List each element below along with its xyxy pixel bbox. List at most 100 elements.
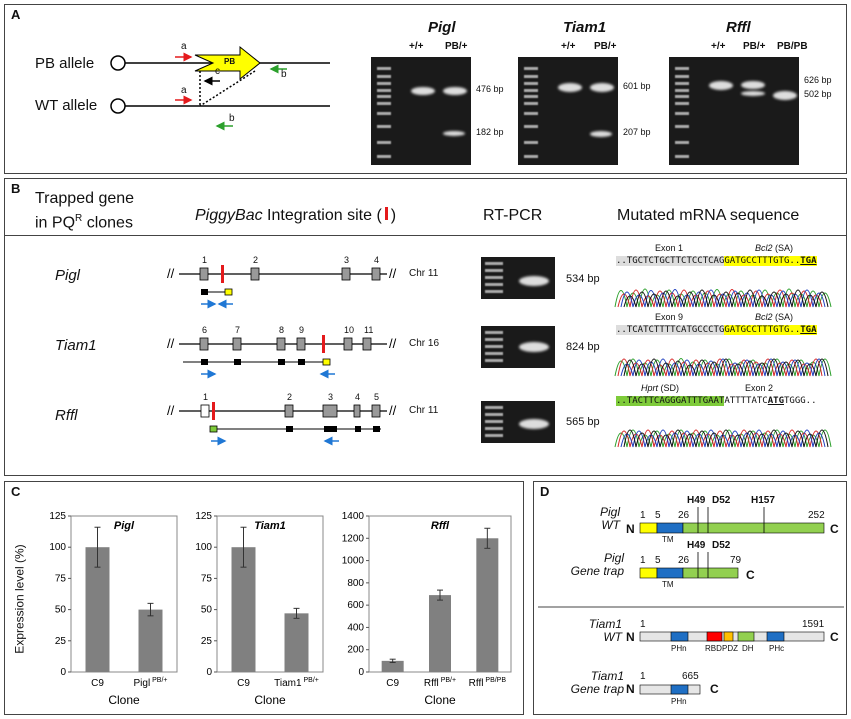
domain-label: RBD — [705, 644, 722, 653]
header-mrna-sequence: Mutated mRNA sequence — [617, 207, 800, 224]
residue-number: 26 — [678, 510, 690, 521]
tm-label: TM — [662, 580, 674, 589]
exon-number: 3 — [344, 255, 350, 265]
exon-number: 7 — [235, 325, 241, 335]
svg-text://: // — [167, 266, 175, 281]
bar — [138, 609, 163, 672]
chromosome-label: Chr 16 — [409, 338, 440, 349]
chromosome-label: Chr 11 — [409, 268, 439, 279]
plot-frame — [70, 515, 178, 673]
rt-pcr-gel-rffl — [481, 401, 555, 443]
gel-image-tiam1 — [518, 57, 618, 165]
primer-b2-label: b — [229, 113, 235, 124]
x-axis-label: Clone — [254, 693, 286, 707]
gel-band — [443, 131, 465, 136]
bp-label: 207 bp — [623, 127, 651, 137]
svg-text://: // — [389, 266, 397, 281]
exon-number: 6 — [202, 325, 208, 335]
bp-label: 502 bp — [804, 89, 832, 99]
domain-label: PHn — [671, 644, 687, 653]
gene-name-rffl: Rffl — [55, 407, 78, 424]
gel-band — [709, 81, 733, 90]
residue-number: 1591 — [802, 619, 825, 630]
gel-band — [741, 81, 765, 89]
panel-b: B Trapped gene in PQR clones PiggyBac In… — [4, 178, 847, 476]
pb-allele-circle — [110, 55, 126, 71]
y-tick-label: 125 — [195, 511, 212, 522]
exon-number: 2 — [287, 392, 293, 402]
seq-label-left: Exon 1 — [655, 243, 684, 253]
lane-label: PB/+ — [445, 41, 468, 52]
svg-text://: // — [167, 336, 175, 351]
svg-text://: // — [389, 336, 397, 351]
panel-b-label: B — [11, 181, 21, 196]
sequence-text: ..TCATCTTTTCATGCCCTGGATGCCTTTGTG..TGA — [616, 325, 817, 335]
bp-label: 824 bp — [566, 341, 600, 353]
category-label: C9 — [237, 678, 250, 689]
y-tick-label: 0 — [206, 667, 212, 678]
y-tick-label: 100 — [49, 542, 66, 553]
lane-label: +/+ — [711, 41, 726, 52]
lane-label: PB/PB — [777, 41, 808, 52]
primer-a1-label: a — [181, 41, 187, 52]
active-site-label: D52 — [712, 540, 731, 551]
gel-band — [443, 87, 467, 95]
rffl-structure: // // — [167, 402, 397, 446]
gene-name-pigl: Pigl — [55, 267, 81, 284]
panel-c-label: C — [11, 484, 21, 499]
header-integration-site: PiggyBac Integration site () — [195, 207, 397, 224]
chromatogram-trace — [614, 358, 832, 377]
chart-title: Tiam1 — [254, 520, 286, 532]
exon-number: 2 — [253, 255, 259, 265]
wt-allele-circle — [110, 98, 126, 114]
pb-allele-label: PB allele — [35, 55, 95, 72]
integration-site-marker — [221, 265, 224, 283]
pb-allele-schematic — [110, 45, 330, 131]
chart-title: Rffl — [431, 520, 450, 532]
gel-band — [741, 91, 765, 96]
exon-number: 8 — [279, 325, 285, 335]
lane-label: PB/+ — [743, 41, 766, 52]
gel-band — [519, 276, 549, 286]
svg-text://: // — [389, 403, 397, 418]
lane-label: +/+ — [561, 41, 576, 52]
lane-label: +/+ — [409, 41, 424, 52]
y-tick-label: 200 — [347, 645, 364, 656]
svg-text://: // — [167, 403, 175, 418]
wt-allele-label: WT allele — [35, 97, 98, 114]
seq-label-right: Bcl2 (SA) — [755, 243, 794, 253]
bp-label: 565 bp — [566, 416, 600, 428]
c-terminus: C — [830, 630, 839, 644]
gel-title-pigl: Pigl — [428, 19, 456, 36]
active-site-label: H49 — [687, 540, 706, 551]
c-terminus: C — [710, 682, 719, 696]
tiam1-structure: // // — [167, 335, 397, 379]
chromatogram-trace — [614, 429, 832, 448]
y-tick-label: 1200 — [342, 533, 365, 544]
bar — [85, 547, 110, 672]
x-axis-label: Clone — [424, 693, 456, 707]
primer-c-label: c — [215, 66, 220, 77]
gel-band — [411, 87, 435, 95]
integration-site-marker — [322, 335, 325, 353]
residue-number: 252 — [808, 510, 825, 521]
bar — [381, 660, 404, 672]
gene-name-tiam1: Tiam1 — [55, 337, 97, 354]
domain-label: PHn — [671, 697, 687, 706]
gene-structures: // // // // — [167, 265, 397, 446]
y-tick-label: 400 — [347, 622, 364, 633]
y-tick-label: 800 — [347, 578, 364, 589]
panel-d-label: D — [540, 484, 550, 499]
y-tick-label: 25 — [201, 636, 213, 647]
bp-label: 182 bp — [476, 127, 504, 137]
domain-label: DH — [742, 644, 754, 653]
exon-number: 10 — [344, 325, 355, 335]
panel-a: A PB allele WT allele PB a b c a b Pigl … — [4, 4, 847, 174]
gel-band — [519, 419, 549, 429]
n-terminus: N — [626, 682, 635, 696]
category-label: Pigl PB/+ — [133, 677, 167, 689]
